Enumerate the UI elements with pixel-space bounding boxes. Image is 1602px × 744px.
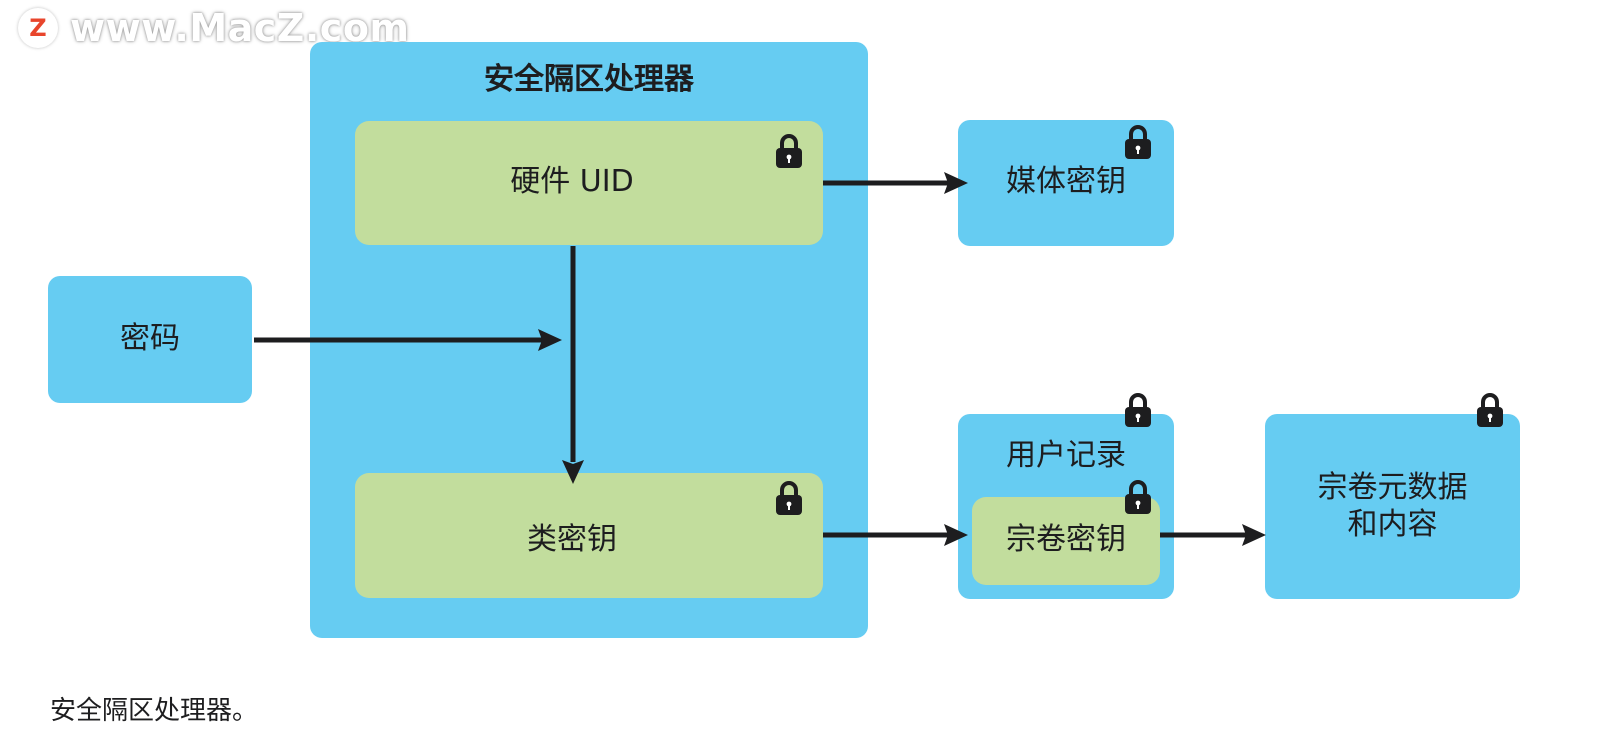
lock-icon	[1477, 393, 1503, 427]
lock-icon	[1125, 393, 1151, 427]
hardware-uid-label: 硬件 UID	[510, 164, 634, 199]
volume-key-label: 宗卷密钥	[1006, 522, 1126, 557]
arrowhead-volume-key	[944, 524, 968, 546]
user-record-label: 用户记录	[1006, 438, 1126, 473]
lock-icon	[776, 134, 802, 168]
arrowhead-password	[538, 329, 562, 351]
password-label: 密码	[120, 321, 180, 356]
lock-icon	[776, 481, 802, 515]
arrowhead-media-key	[944, 172, 968, 194]
class-key-box	[355, 473, 823, 598]
lock-icon	[1125, 480, 1151, 514]
secure-enclave-title: 安全隔区处理器	[484, 62, 694, 97]
class-key-label: 类密钥	[527, 522, 617, 557]
password-box	[48, 276, 252, 403]
figure-caption: 安全隔区处理器。	[50, 696, 259, 726]
volume-metadata-label-line1: 宗卷元数据	[1317, 470, 1468, 505]
watermark-logo-icon: Z	[18, 8, 58, 48]
volume-metadata-box	[1265, 414, 1520, 599]
lock-icon	[1125, 125, 1151, 159]
arrowhead-metadata	[1242, 524, 1266, 546]
arrowhead-class-key	[562, 460, 584, 484]
volume-metadata-label-line2: 和内容	[1347, 507, 1438, 542]
hardware-uid-box	[355, 121, 823, 245]
media-key-label: 媒体密钥	[1006, 164, 1126, 199]
watermark: Z www.MacZ.com	[18, 6, 410, 50]
